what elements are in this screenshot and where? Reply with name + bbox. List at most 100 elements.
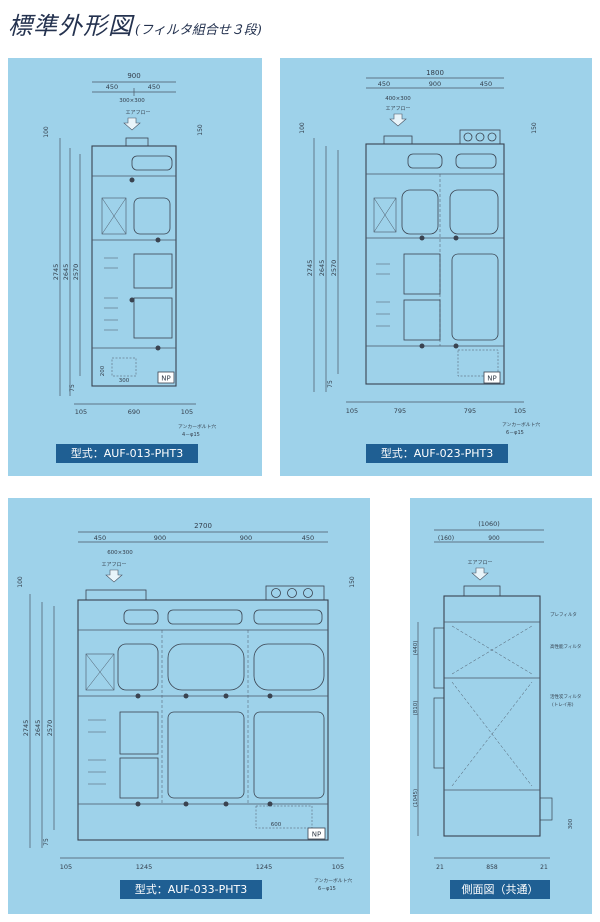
dim-900: 900 bbox=[488, 535, 500, 542]
label-mid-filter: 高性能フィルタ bbox=[550, 643, 581, 650]
anchor-bolt-spec: 6－φ15 bbox=[318, 886, 336, 892]
dim-450-b: 450 bbox=[302, 534, 314, 542]
dim-105-a: 105 bbox=[346, 407, 358, 415]
dim-900: 900 bbox=[429, 80, 441, 88]
anchor-bolt-spec: 4－φ15 bbox=[182, 432, 200, 438]
np-badge bbox=[157, 371, 175, 384]
dim-1800: 1800 bbox=[426, 69, 444, 77]
page-title: 標準外形図(フィルタ組合せ３段) bbox=[8, 6, 594, 46]
caption-auf-033: 型式：AUF-033-PHT3 bbox=[120, 880, 262, 899]
fan-icon bbox=[287, 588, 297, 598]
drawing-side-view: (1060) (160) 900 エアフロー (440) (810) (1045… bbox=[413, 520, 581, 871]
dim-100: 100 bbox=[17, 576, 24, 588]
dim-150: 150 bbox=[531, 122, 538, 134]
dim-450-a: 450 bbox=[106, 83, 118, 91]
dim-795-b: 795 bbox=[464, 407, 476, 415]
caption-auf-013: 型式：AUF-013-PHT3 bbox=[56, 444, 198, 463]
dim-150: 150 bbox=[197, 124, 204, 136]
duct-outlet bbox=[383, 135, 413, 145]
label-tray-type: (トレイ形) bbox=[552, 701, 574, 708]
airflow-arrow-icon bbox=[471, 567, 489, 581]
duct-outlet bbox=[85, 589, 147, 601]
filter-mid bbox=[401, 189, 439, 235]
anchor-bolt-label: アンカーボルト穴 bbox=[314, 877, 352, 884]
dim-105-b: 105 bbox=[514, 407, 526, 415]
np-badge bbox=[483, 371, 501, 384]
panel-auf-023: 1800 450 900 450 400×300 エアフロー 150 100 2… bbox=[280, 58, 592, 476]
drawing-auf-033: 2700 450 900 900 450 600×300 エアフロー 150 1… bbox=[17, 522, 356, 892]
dim-105-a: 105 bbox=[75, 408, 87, 416]
dim-450-b: 450 bbox=[480, 80, 492, 88]
panel-side-view: (1060) (160) 900 エアフロー (440) (810) (1045… bbox=[410, 498, 592, 914]
dim-690: 690 bbox=[128, 408, 140, 416]
dim-900-b: 900 bbox=[240, 534, 252, 542]
airflow-arrow-icon bbox=[123, 117, 141, 131]
dim-795-a: 795 bbox=[394, 407, 406, 415]
fan-icon bbox=[487, 132, 497, 142]
panel-auf-013: 900 450 450 300×300 エアフロー 150 100 2745 2… bbox=[8, 58, 262, 476]
label-carbon-filter: 活性炭フィルタ bbox=[550, 693, 581, 700]
np-label: NP bbox=[487, 375, 496, 383]
dim-810: (810) bbox=[413, 701, 419, 716]
anchor-bolt-spec: 6－φ15 bbox=[506, 430, 524, 436]
dim-1060: (1060) bbox=[478, 520, 500, 528]
dim-duct: 600×300 bbox=[107, 550, 133, 556]
dim-75: 75 bbox=[69, 384, 76, 392]
dim-105-b: 105 bbox=[181, 408, 193, 416]
dim-75: 75 bbox=[43, 838, 50, 846]
dim-duct: 300×300 bbox=[119, 98, 145, 104]
filter-mid bbox=[133, 197, 171, 235]
dim-1045: (1045) bbox=[413, 789, 419, 807]
dim-2645: 2645 bbox=[318, 260, 326, 277]
dim-2700: 2700 bbox=[194, 522, 212, 530]
dim-450-a: 450 bbox=[378, 80, 390, 88]
airflow-label: エアフロー bbox=[125, 110, 150, 116]
dim-105-b: 105 bbox=[332, 863, 344, 871]
page-subtitle: (フィルタ組合せ３段) bbox=[135, 23, 262, 38]
fan-icon bbox=[463, 132, 473, 142]
drawing-auf-023: 1800 450 900 450 400×300 エアフロー 150 100 2… bbox=[299, 69, 540, 436]
airflow-arrow-icon bbox=[105, 569, 123, 583]
airflow-arrow-icon bbox=[389, 113, 407, 127]
dim-150: 150 bbox=[349, 576, 356, 588]
caption-side-view: 側面図（共通） bbox=[450, 880, 550, 899]
dim-2645: 2645 bbox=[34, 720, 42, 737]
page-title-main: 標準外形図 bbox=[8, 12, 133, 40]
filter-mid bbox=[449, 189, 499, 235]
dim-300: 300 bbox=[568, 818, 574, 829]
fan-icon bbox=[271, 588, 281, 598]
dim-105-a: 105 bbox=[60, 863, 72, 871]
duct-outlet bbox=[463, 585, 501, 597]
cabinet-outline bbox=[365, 143, 505, 385]
filter-pre bbox=[131, 155, 173, 171]
dim-2570: 2570 bbox=[330, 260, 338, 277]
cabinet-side-outline bbox=[443, 595, 541, 837]
dim-200: 200 bbox=[100, 365, 106, 376]
dim-900: 900 bbox=[127, 72, 140, 80]
dim-450-b: 450 bbox=[148, 83, 160, 91]
dim-1245-a: 1245 bbox=[136, 863, 153, 871]
dim-2570: 2570 bbox=[46, 720, 54, 737]
np-label: NP bbox=[161, 375, 170, 383]
anchor-bolt-label: アンカーボルト穴 bbox=[178, 423, 216, 430]
airflow-label: エアフロー bbox=[467, 560, 492, 566]
label-pre-filter: プレフィルタ bbox=[550, 611, 577, 618]
dim-440: (440) bbox=[413, 641, 419, 656]
dim-300: 300 bbox=[119, 378, 130, 384]
dim-21-b: 21 bbox=[540, 864, 548, 871]
dim-2745: 2745 bbox=[22, 720, 30, 737]
np-label: NP bbox=[312, 831, 321, 839]
caption-auf-023: 型式：AUF-023-PHT3 bbox=[366, 444, 508, 463]
dim-75: 75 bbox=[327, 380, 334, 388]
dim-900-a: 900 bbox=[154, 534, 166, 542]
dim-2745: 2745 bbox=[52, 264, 60, 281]
drawing-auf-013: 900 450 450 300×300 エアフロー 150 100 2745 2… bbox=[43, 72, 216, 438]
panel-auf-033: 2700 450 900 900 450 600×300 エアフロー 150 1… bbox=[8, 498, 370, 914]
np-badge bbox=[307, 827, 326, 840]
filter-lower bbox=[133, 297, 173, 339]
fan-icon bbox=[475, 132, 485, 142]
dim-2570: 2570 bbox=[72, 264, 80, 281]
dim-450-a: 450 bbox=[94, 534, 106, 542]
dim-2645: 2645 bbox=[62, 264, 70, 281]
anchor-bolt-label: アンカーボルト穴 bbox=[502, 421, 540, 428]
